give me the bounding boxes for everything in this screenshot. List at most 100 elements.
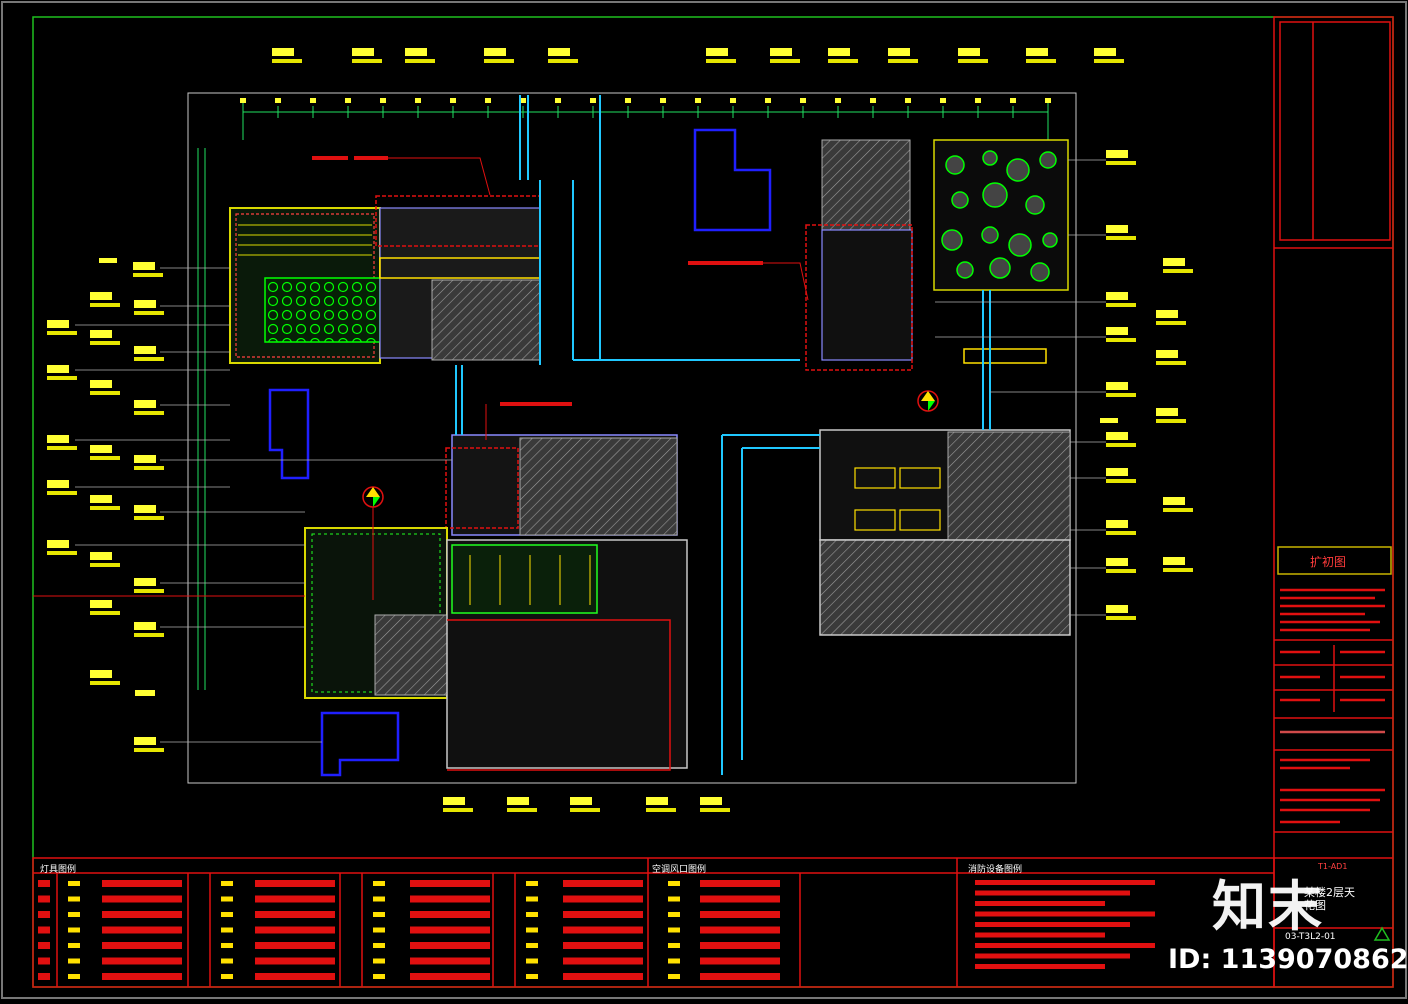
legend-row [38,926,335,934]
planter-circle [989,257,1011,279]
corridors [455,95,991,775]
planter-circle [945,155,965,175]
tag-label [47,540,77,555]
tag-label [47,365,77,380]
legend-row [38,942,780,949]
legend-row [38,957,182,965]
planter-circle [1039,151,1057,169]
note-line [975,922,1130,927]
legend-row [38,942,182,949]
tag-label [90,380,120,395]
tag-label [1106,605,1136,620]
tag-label [90,445,120,460]
tag-label [90,330,120,345]
axis-bubble [275,98,281,103]
legend-row [38,895,182,903]
tag-label [133,262,163,277]
legend-row [38,880,182,887]
axis-bubble [345,98,351,103]
room-top-left [229,195,541,364]
tag-label [1106,382,1136,397]
legend-row [38,957,335,965]
planter-circle [956,261,974,279]
legend-row [38,973,182,980]
legend-row [38,942,335,949]
axis-bubble [660,98,666,103]
dimension-ticks [240,98,1051,118]
note-line [975,964,1105,969]
sheet-code: 03-T3L2-01 [1285,932,1336,942]
tag-label [548,48,578,63]
axis-bubble [450,98,456,103]
tag-label [1106,292,1136,307]
tag-label [135,690,155,696]
title-block [1273,16,1394,988]
axis-bubble [835,98,841,103]
section-marker-icon [362,486,384,600]
tag-label [1094,48,1124,63]
tag-label [134,578,164,593]
tag-label [1106,225,1136,240]
tag-label [134,455,164,470]
tag-label [134,737,164,752]
tag-label [405,48,435,63]
legend-rows [38,880,780,980]
legend-header-fire: 消防设备图例 [968,865,1023,875]
tag-label [507,797,537,812]
planter-circle [1025,195,1045,215]
tag-label [90,600,120,615]
dimension-line-left [197,148,206,690]
axis-bubble [590,98,596,103]
axis-bubble [800,98,806,103]
tag-label [1163,258,1193,273]
tag-label [134,346,164,361]
garden-circles [941,150,1058,282]
legend-table [32,857,1275,988]
axis-bubble [415,98,421,103]
tag-label [90,670,120,685]
tag-label [700,797,730,812]
axis-bubble [625,98,631,103]
planter-circle [1008,233,1032,257]
planter-circle [982,182,1008,208]
tag-label [99,258,117,263]
tag-label [1163,497,1193,512]
tag-label [484,48,514,63]
legend-row [38,895,335,903]
axis-bubble [555,98,561,103]
tag-label [134,400,164,415]
tag-label [134,622,164,637]
room-bottom-left [304,527,688,771]
tag-label [90,495,120,510]
tag-label [1106,432,1136,447]
tag-label [1106,520,1136,535]
dimension-line-top [242,100,1049,140]
tag-label [352,48,382,63]
room-top-right [805,139,1069,371]
tag-label [828,48,858,63]
tag-label [134,505,164,520]
legend-row [38,911,335,918]
drawing-frame [32,16,1394,988]
tag-label [90,292,120,307]
legend-row [38,895,780,903]
planter-circle [982,150,998,166]
tag-label [1156,408,1186,423]
tag-label [888,48,918,63]
planter-circle [941,229,963,251]
tag-label [1106,327,1136,342]
note-line [975,943,1155,948]
note-line [975,880,1155,885]
tag-label [706,48,736,63]
axis-bubble [240,98,246,103]
tag-label [134,300,164,315]
note-line [975,911,1155,917]
legend-row [38,926,182,934]
tag-label [47,320,77,335]
design-notes-lines [975,880,1155,969]
axis-bubble [905,98,911,103]
planter-circle [951,191,969,209]
tag-label [443,797,473,812]
